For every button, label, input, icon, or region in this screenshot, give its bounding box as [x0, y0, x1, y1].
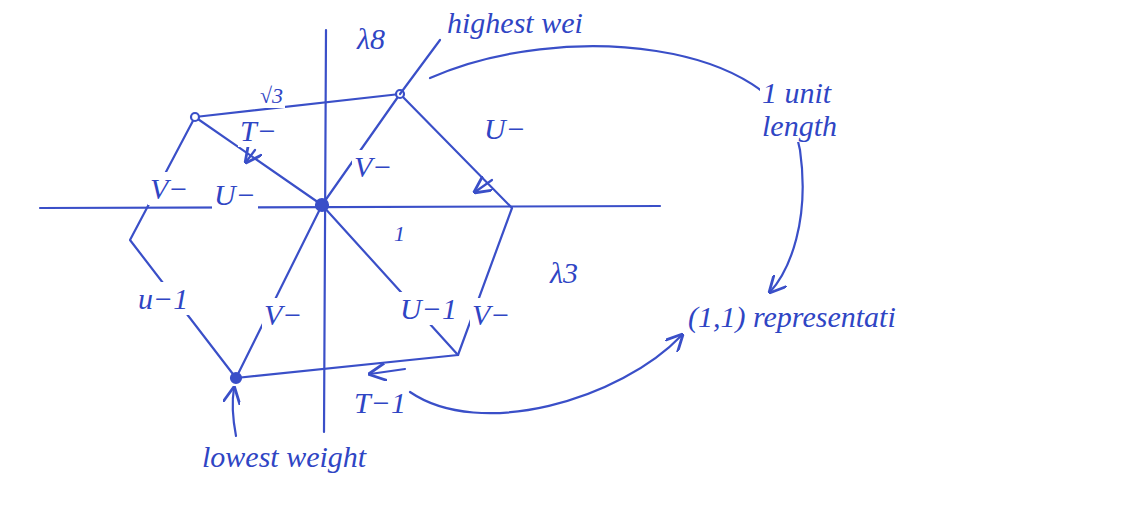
- annotation: highest wei: [445, 6, 585, 39]
- weight-dot: [231, 373, 241, 383]
- operator-label: V−: [262, 298, 305, 331]
- leader-arrow: [410, 335, 682, 413]
- spoke: [322, 205, 458, 355]
- axis-label: λ8: [355, 22, 387, 55]
- operator-label: U−1: [398, 292, 459, 325]
- weight-dot: [191, 113, 199, 121]
- horizontal-axis: [40, 206, 660, 208]
- annotation: (1,1) representati: [686, 300, 898, 333]
- length-label: 1: [392, 222, 407, 246]
- hexagon-outline: [130, 94, 512, 378]
- operator-arrow: [475, 180, 492, 192]
- operator-label: V−: [148, 172, 191, 205]
- operator-label: U−: [482, 112, 528, 145]
- leader-line: [400, 40, 440, 94]
- annotation: lowest weight: [200, 440, 368, 473]
- operator-label: V−: [470, 298, 513, 331]
- operator-label: U−: [212, 178, 258, 211]
- annotation: 1 unit length: [760, 76, 894, 142]
- operator-label: T−1: [352, 386, 408, 419]
- weight-dot: [316, 199, 328, 211]
- axis-label: λ3: [548, 256, 580, 289]
- vertical-axis: [324, 30, 326, 432]
- operator-arrow: [370, 369, 405, 374]
- spoke: [236, 205, 322, 378]
- operator-label: T−: [238, 114, 279, 147]
- operator-label: u−1: [136, 282, 190, 315]
- operator-arrow: [246, 150, 255, 162]
- leader-arrow: [430, 46, 803, 292]
- operator-label: V−: [352, 150, 395, 183]
- length-label: √3: [258, 84, 285, 108]
- spoke: [322, 94, 400, 205]
- leader-arrow: [233, 388, 236, 436]
